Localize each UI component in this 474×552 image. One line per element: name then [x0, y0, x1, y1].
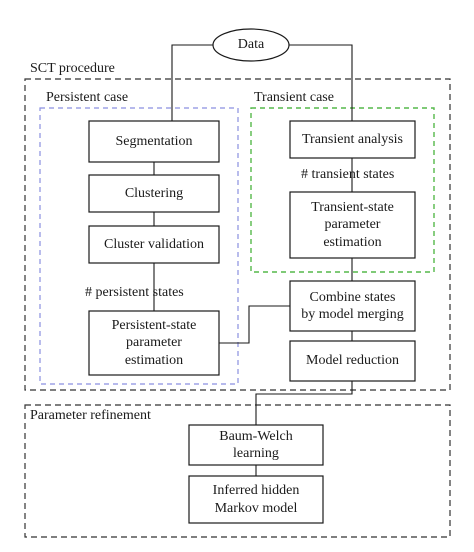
- connector-persistent-combine: [219, 305, 290, 344]
- sct-procedure-label: SCT procedure: [30, 61, 115, 76]
- persistent-case-frame: [39, 107, 239, 385]
- cluster-validation-step: Cluster validation: [104, 236, 204, 252]
- segmentation-step: Segmentation: [115, 133, 193, 149]
- inferred-hmm-box: [188, 475, 324, 524]
- persistent-case-label: Persistent case: [46, 90, 129, 105]
- transient-case-label: Transient case: [254, 90, 334, 105]
- baum-welch-step: Baum-Welch learning: [219, 428, 293, 462]
- persistent-estimation-box: [88, 310, 220, 376]
- model-reduction-step: Model reduction: [306, 353, 399, 369]
- clustering-step: Clustering: [124, 185, 184, 201]
- connector-data-to-segmentation: [171, 44, 213, 121]
- persistent-estimation-step: Persistent-state parameter estimation: [111, 317, 197, 368]
- segmentation-box: [88, 120, 220, 163]
- connector-data-to-transient: [289, 44, 353, 121]
- connectors: [153, 44, 353, 476]
- inferred-hmm-step: Inferred hidden Markov model: [212, 483, 300, 516]
- persistent-states-count-label: # persistent states: [85, 285, 184, 300]
- clustering-box: [88, 174, 220, 213]
- parameter-refinement-frame: [24, 404, 451, 538]
- model-reduction-box: [289, 340, 416, 382]
- sct-procedure-frame: [24, 78, 451, 391]
- transient-analysis-step: Transient analysis: [302, 131, 403, 147]
- transient-case-frame: [250, 107, 435, 273]
- transient-states-count-label: # transient states: [301, 167, 395, 182]
- data-node: Data: [237, 37, 265, 53]
- transient-estimation-step: Transient-state parameter estimation: [311, 199, 394, 250]
- transient-analysis-box: [289, 120, 416, 159]
- combine-states-box: [289, 280, 416, 332]
- parameter-refinement-label: Parameter refinement: [30, 408, 151, 423]
- transient-estimation-box: [289, 191, 416, 259]
- cluster-validation-box: [88, 225, 220, 264]
- baum-welch-box: [188, 424, 324, 466]
- combine-states-step: Combine states by model merging: [301, 289, 404, 323]
- connector-reduction-baumwelch: [255, 381, 353, 425]
- step-boxes: [88, 120, 416, 524]
